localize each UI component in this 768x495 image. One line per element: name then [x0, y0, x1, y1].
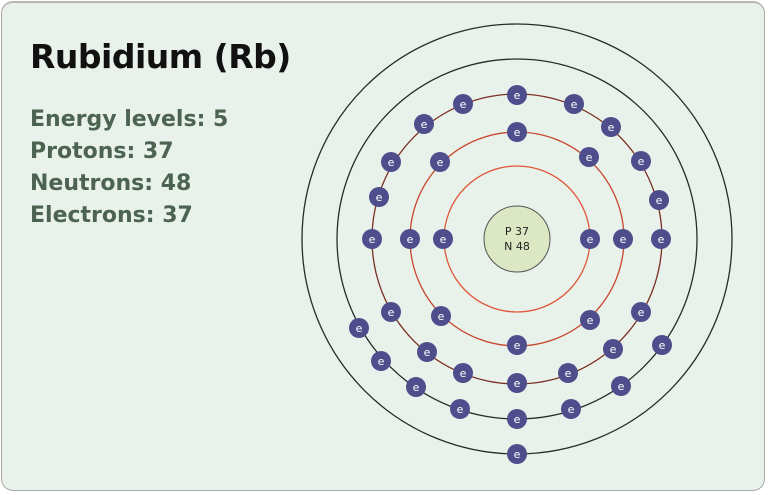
electron: e — [450, 399, 470, 419]
electron: e — [561, 399, 581, 419]
neutrons-label: Neutrons: 48 — [30, 171, 192, 196]
electron-label: e — [656, 194, 663, 207]
electron: e — [651, 229, 671, 249]
electron: e — [611, 376, 631, 396]
nucleus-protons: P 37 — [505, 225, 529, 238]
electron-label: e — [376, 191, 383, 204]
electron-label: e — [514, 126, 521, 139]
electron-label: e — [440, 233, 447, 246]
electron: e — [603, 339, 623, 359]
electron: e — [507, 373, 527, 393]
electron: e — [417, 342, 437, 362]
electron-label: e — [421, 118, 428, 131]
energy-levels-label: Energy levels: 5 — [30, 107, 229, 132]
electron-label: e — [565, 367, 572, 380]
electron: e — [613, 229, 633, 249]
electron: e — [507, 122, 527, 142]
electron-label: e — [638, 155, 645, 168]
electron-label: e — [514, 448, 521, 461]
electron-label: e — [587, 233, 594, 246]
electron: e — [631, 302, 651, 322]
electron: e — [507, 409, 527, 429]
electron: e — [400, 229, 420, 249]
electron-label: e — [658, 233, 665, 246]
electron-label: e — [457, 403, 464, 416]
electron: e — [349, 318, 369, 338]
electron: e — [564, 94, 584, 114]
protons-label: Protons: 37 — [30, 139, 174, 164]
electron-label: e — [514, 89, 521, 102]
electrons: e e e e e e e e e e e e e e e e e e e e e e e e e e e e e e e e e e e e e — [349, 85, 672, 464]
electron-label: e — [608, 121, 615, 134]
electron-label: e — [587, 314, 594, 327]
electron-label: e — [610, 343, 617, 356]
electron-label: e — [460, 367, 467, 380]
electron-label: e — [514, 339, 521, 352]
electron-label: e — [388, 306, 395, 319]
element-info: Energy levels: 5 Protons: 37 Neutrons: 4… — [30, 104, 228, 232]
electron: e — [453, 363, 473, 383]
electron-label: e — [568, 403, 575, 416]
nucleus-neutrons: N 48 — [504, 240, 530, 253]
electron-label: e — [514, 413, 521, 426]
electron: e — [406, 377, 426, 397]
electron: e — [652, 335, 672, 355]
electron: e — [507, 85, 527, 105]
electron: e — [507, 444, 527, 464]
electron-label: e — [586, 151, 593, 164]
electron-label: e — [571, 98, 578, 111]
electron: e — [371, 351, 391, 371]
electron: e — [414, 114, 434, 134]
electron-label: e — [514, 377, 521, 390]
electron: e — [631, 151, 651, 171]
electron: e — [453, 94, 473, 114]
electron-label: e — [424, 346, 431, 359]
nucleus: P 37 N 48 — [483, 205, 551, 273]
electron-label: e — [438, 310, 445, 323]
electron: e — [430, 152, 450, 172]
electron-label: e — [460, 98, 467, 111]
electron: e — [431, 306, 451, 326]
electron: e — [369, 187, 389, 207]
electron: e — [507, 335, 527, 355]
electron-label: e — [356, 322, 363, 335]
electron-label: e — [388, 156, 395, 169]
electron-label: e — [369, 233, 376, 246]
electron-label: e — [413, 381, 420, 394]
electron-label: e — [407, 233, 414, 246]
electron: e — [381, 152, 401, 172]
electron: e — [381, 302, 401, 322]
electron-label: e — [638, 306, 645, 319]
electron: e — [580, 229, 600, 249]
element-title: Rubidium (Rb) — [30, 37, 291, 76]
electron: e — [579, 147, 599, 167]
electron: e — [649, 190, 669, 210]
electron: e — [433, 229, 453, 249]
electron-label: e — [378, 355, 385, 368]
electron-label: e — [437, 156, 444, 169]
electron-label: e — [618, 380, 625, 393]
electrons-label: Electrons: 37 — [30, 203, 193, 228]
electron: e — [601, 117, 621, 137]
electron: e — [580, 310, 600, 330]
electron: e — [558, 363, 578, 383]
electron: e — [362, 229, 382, 249]
electron-label: e — [620, 233, 627, 246]
electron-label: e — [659, 339, 666, 352]
